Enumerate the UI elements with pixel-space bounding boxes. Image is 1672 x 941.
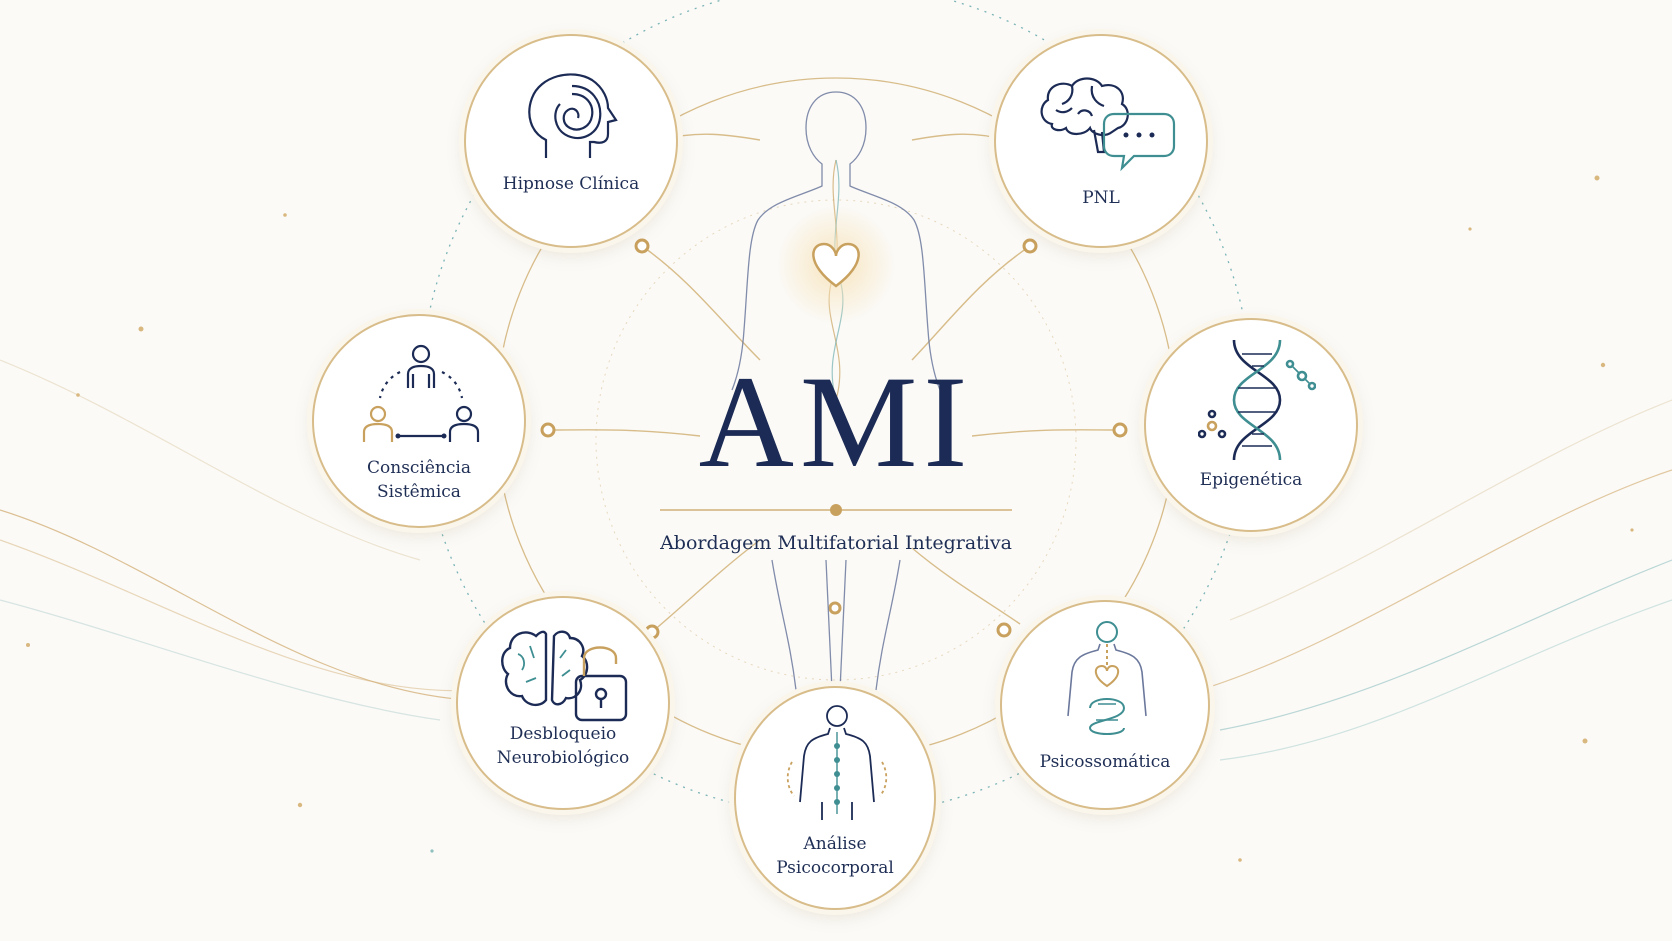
node-analise[interactable]: Análise Psicocorporal bbox=[734, 686, 936, 910]
node-label-analise: Análise Psicocorporal bbox=[776, 834, 894, 878]
node-desbloqueio[interactable]: Desbloqueio Neurobiológico bbox=[456, 596, 670, 810]
node-label-pnl: PNL bbox=[1082, 188, 1120, 208]
node-label-hipnose: Hipnose Clínica bbox=[502, 174, 640, 194]
page-subtitle: Abordagem Multifatorial Integrativa bbox=[660, 532, 1012, 554]
node-pnl[interactable]: PNL bbox=[994, 34, 1208, 248]
head-spiral-icon bbox=[528, 73, 618, 158]
body-spine-icon bbox=[786, 705, 888, 820]
brain-chat-icon bbox=[1040, 77, 1176, 172]
connectors bbox=[547, 133, 1121, 633]
dna-icon bbox=[1198, 339, 1316, 461]
node-label-desbloqueio: Desbloqueio Neurobiológico bbox=[496, 724, 630, 768]
brain-unlock-icon bbox=[501, 630, 628, 722]
background-waves bbox=[0, 359, 1672, 761]
sparkle-dots bbox=[26, 175, 1634, 862]
inner-faint-ring bbox=[595, 199, 1077, 681]
human-silhouette bbox=[731, 91, 941, 691]
people-system-icon bbox=[362, 344, 480, 442]
body-organs-icon bbox=[1067, 621, 1147, 735]
node-epigenetica[interactable]: Epigenética bbox=[1144, 318, 1358, 532]
node-psicossomatica[interactable]: Psicossomática bbox=[1000, 600, 1210, 810]
node-hipnose[interactable]: Hipnose Clínica bbox=[464, 34, 678, 248]
node-label-psicossomatica: Psicossomática bbox=[1039, 752, 1171, 772]
node-label-consciencia: Consciência Sistêmica bbox=[367, 458, 471, 502]
node-consciencia[interactable]: Consciência Sistêmica bbox=[312, 314, 526, 528]
node-label-epigenetica: Epigenética bbox=[1199, 470, 1303, 490]
page-title: AMI bbox=[698, 348, 974, 495]
heart-icon bbox=[812, 242, 860, 288]
connector-dots bbox=[540, 238, 1128, 640]
